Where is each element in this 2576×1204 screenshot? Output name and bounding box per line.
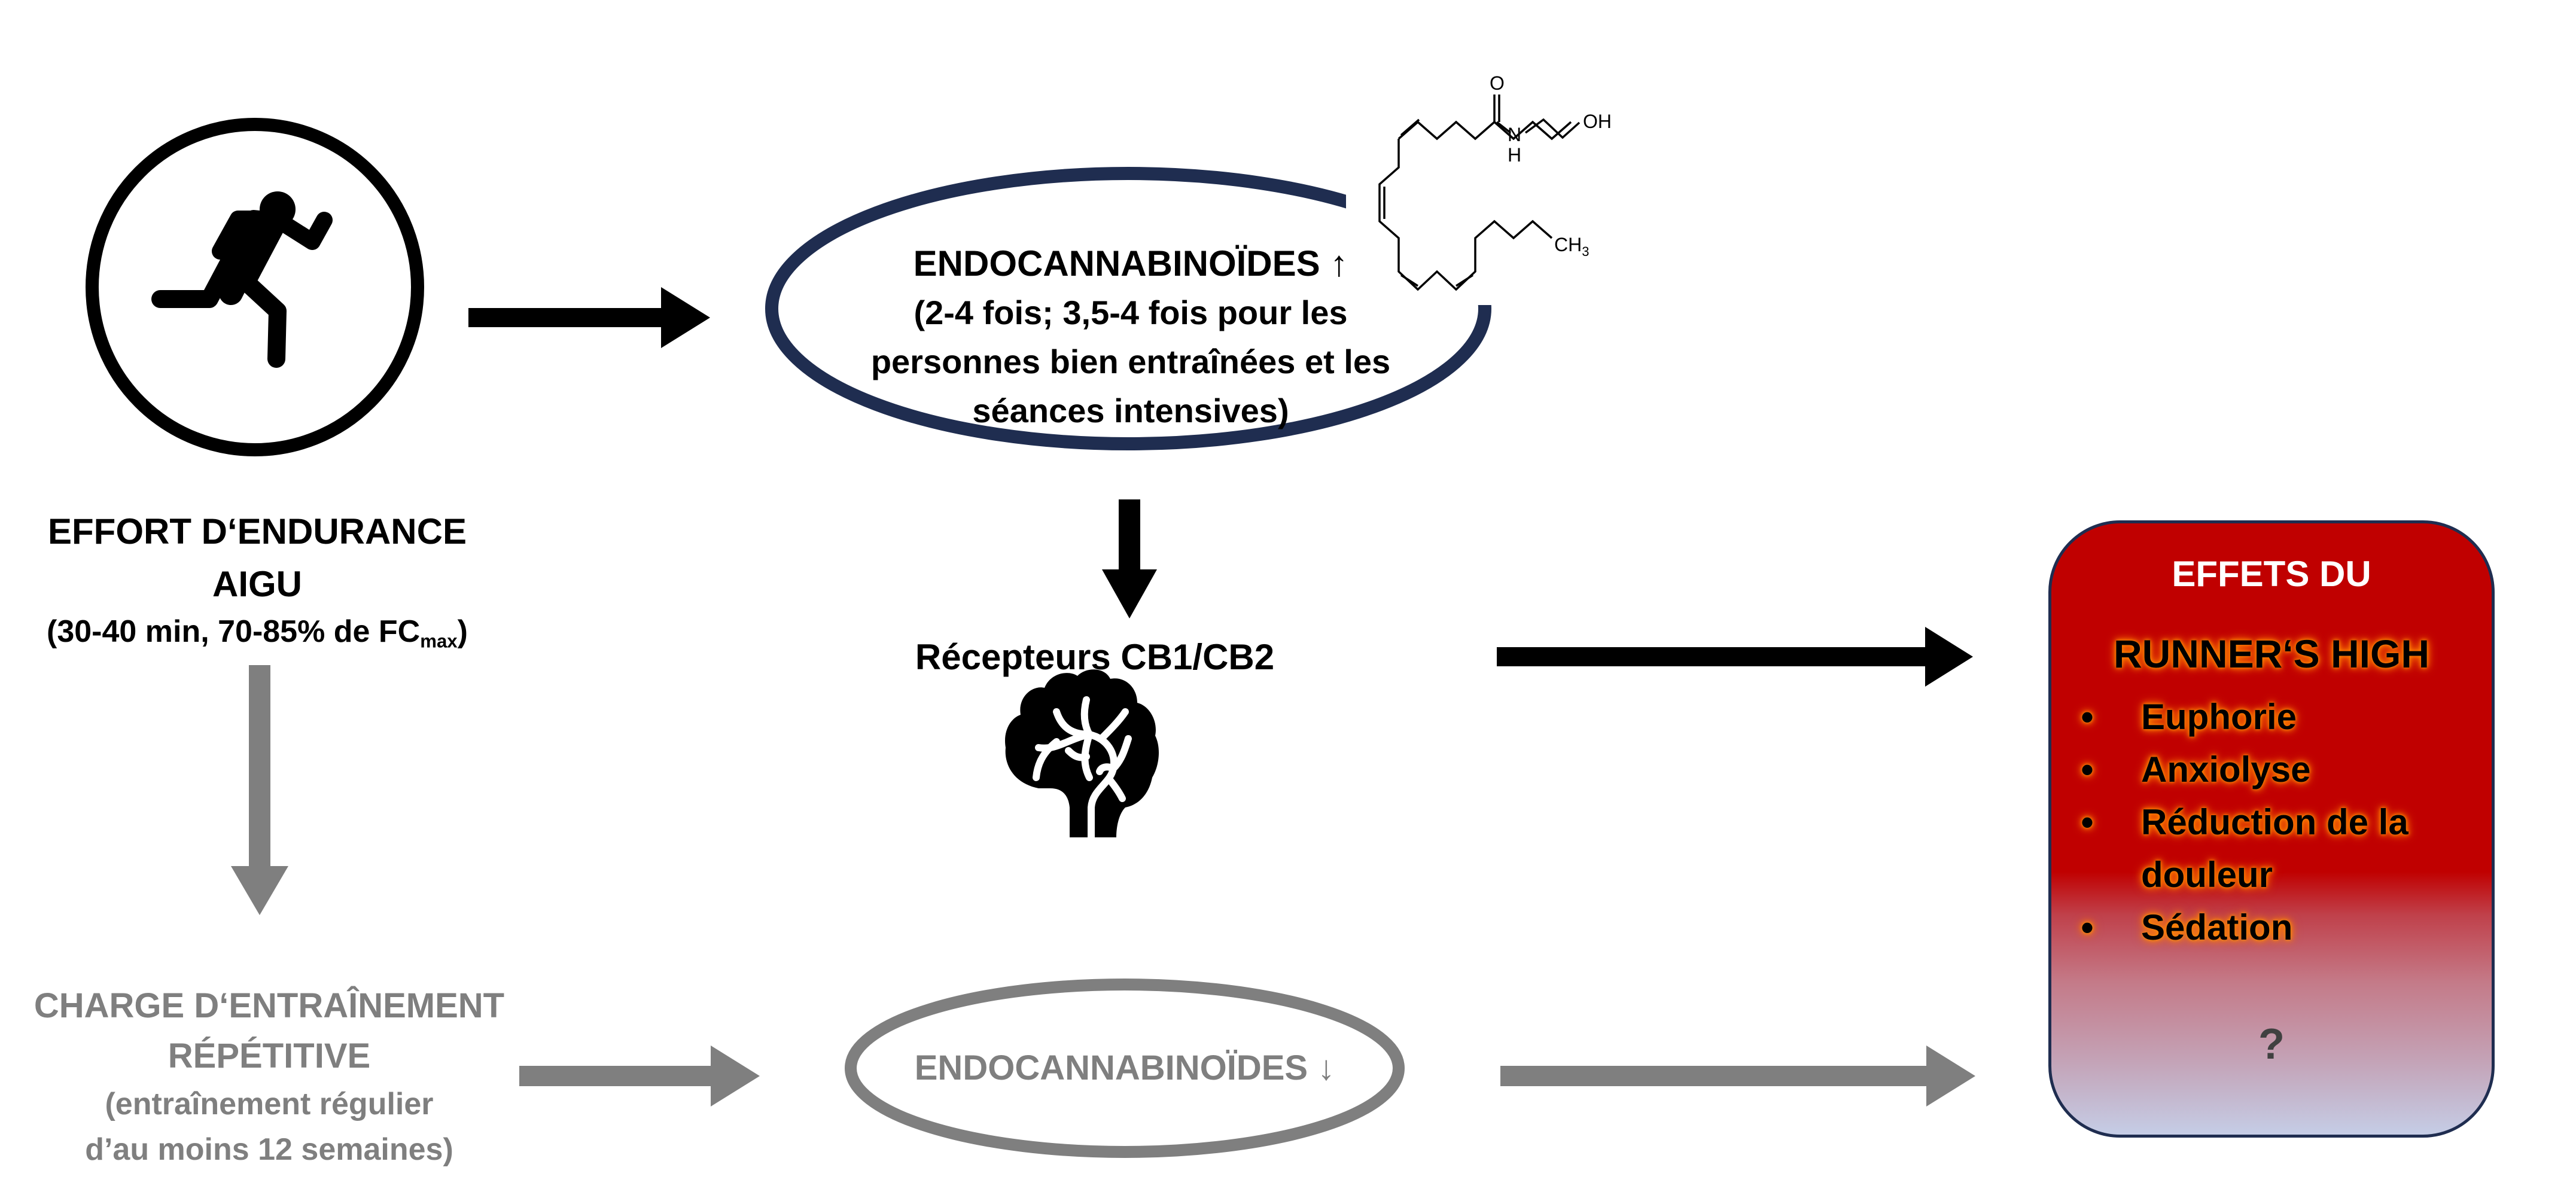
molecule-labels: O N H OH CH3 bbox=[1490, 72, 1612, 259]
methyl-label: CH3 bbox=[1554, 234, 1589, 259]
effort-circle bbox=[86, 118, 424, 456]
endocannabinoids-up-label: ENDOCANNABINOÏDES ↑ (2-4 fois; 3,5-4 foi… bbox=[802, 239, 1460, 435]
running-person-icon bbox=[151, 191, 333, 368]
effects-list: •Euphorie •Anxiolyse •Réduction de la do… bbox=[2069, 691, 2476, 954]
receptors-label: Récepteurs CB1/CB2 bbox=[915, 637, 1275, 677]
endocannabinoids-down-label: ENDOCANNABINOÏDES ↓ bbox=[914, 1048, 1335, 1087]
hydroxyl-label: OH bbox=[1583, 111, 1612, 132]
effects-subtitle: RUNNER‘S HIGH bbox=[2113, 632, 2430, 676]
arrow-receptors-to-effects bbox=[1497, 627, 1973, 687]
anandamide-molecule bbox=[1346, 48, 1717, 305]
arrow-endocannabinoids-down-to-effects bbox=[1500, 1046, 1975, 1107]
training-load-detail-line1: (entraînement régulier bbox=[105, 1087, 434, 1121]
endocannabinoids-up-detail-line2: personnes bien entraînées et les bbox=[870, 343, 1391, 380]
hydrogen-label: H bbox=[1508, 144, 1521, 166]
runners-high-effects-box: EFFETS DU RUNNER‘S HIGH •Euphorie •Anxio… bbox=[2048, 520, 2495, 1138]
effect-item: •Anxiolyse bbox=[2069, 743, 2476, 796]
bullet-icon: • bbox=[2081, 907, 2094, 947]
bullet-icon: • bbox=[2081, 749, 2094, 790]
bullet-icon: • bbox=[2081, 697, 2094, 737]
acute-effort-label: EFFORT D‘ENDURANCE AIGU (30-40 min, 70-8… bbox=[0, 505, 514, 662]
training-load-title-line1: CHARGE D‘ENTRAÎNEMENT bbox=[34, 986, 505, 1025]
training-load-detail-line2: d’au moins 12 semaines) bbox=[85, 1132, 453, 1167]
training-load-label: CHARGE D‘ENTRAÎNEMENT RÉPÉTITIVE (entraî… bbox=[0, 981, 538, 1172]
acute-effort-detail: (30-40 min, 70-85% de FCmax) bbox=[47, 614, 468, 652]
oxygen-label: O bbox=[1490, 72, 1505, 94]
effect-item: •Euphorie bbox=[2069, 691, 2476, 743]
endocannabinoids-up-title: ENDOCANNABINOÏDES ↑ bbox=[913, 243, 1348, 284]
acute-effort-title-line1: EFFORT D‘ENDURANCE bbox=[48, 511, 467, 551]
endocannabinoids-up-detail-line1: (2-4 fois; 3,5-4 fois pour les bbox=[914, 294, 1348, 331]
endocannabinoids-up-detail-line3: séances intensives) bbox=[972, 392, 1289, 429]
arrow-endocannabinoids-to-receptors bbox=[1102, 499, 1157, 618]
bullet-icon: • bbox=[2081, 802, 2094, 842]
nitrogen-label: N bbox=[1508, 124, 1521, 145]
effects-heading: EFFETS DU bbox=[2172, 554, 2371, 594]
endocannabinoids-down-ellipse bbox=[845, 979, 1405, 1158]
arrow-effort-to-endocannabinoids bbox=[468, 287, 710, 348]
arrow-effort-to-training-load bbox=[231, 665, 288, 915]
unknown-effects-question-mark: ? bbox=[2258, 1020, 2285, 1068]
training-load-title-line2: RÉPÉTITIVE bbox=[168, 1037, 371, 1075]
effect-item: •Réduction de la douleur bbox=[2069, 796, 2476, 901]
arrow-training-to-endocannabinoids-down bbox=[519, 1046, 760, 1107]
acute-effort-title-line2: AIGU bbox=[212, 564, 302, 604]
brain-icon bbox=[1005, 669, 1159, 841]
effect-item: •Sédation bbox=[2069, 901, 2476, 954]
endocannabinoids-up-ellipse bbox=[765, 167, 1491, 450]
